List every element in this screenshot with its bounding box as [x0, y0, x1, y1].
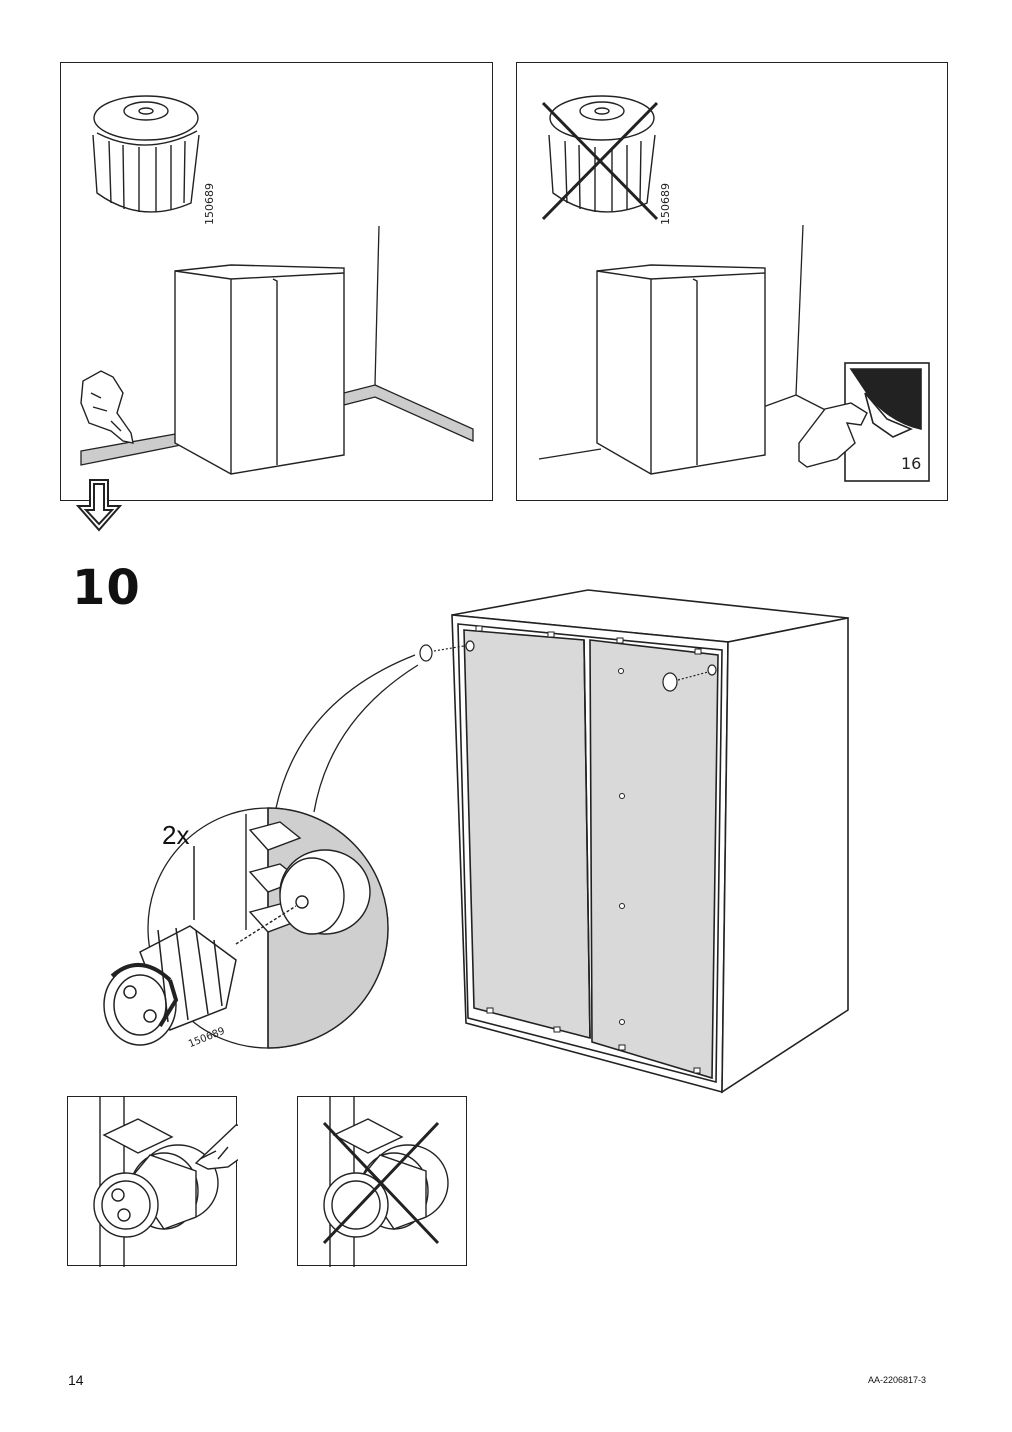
bumper-icon: [548, 95, 656, 213]
panel-bumper-pressed-correct: [67, 1096, 238, 1267]
cabinet-back-view: [451, 589, 849, 1094]
hand-peeling-icon: [798, 402, 868, 468]
detail-zoom: [235, 807, 389, 1049]
bumper-twist-icon: [103, 925, 237, 1046]
wall-distance-incorrect-illustration: [538, 95, 930, 482]
page-number: 14: [68, 1372, 84, 1388]
document-code: AA-2206817-3: [868, 1375, 927, 1385]
pressing-hand-icon: [194, 1124, 238, 1170]
bumper-top-right: [662, 664, 717, 692]
wall-distance-correct-illustration: [80, 95, 474, 475]
pointing-hand-icon: [80, 370, 134, 444]
panel-incorrect-no-bumper: 150689 16: [516, 62, 948, 501]
bumper-incorrect-illustration: [322, 1097, 449, 1267]
bumper-top-left: [419, 640, 475, 662]
panel-correct-wall-distance: 150689: [60, 62, 493, 501]
reference-page-number: 16: [901, 454, 922, 473]
quantity-label: 2x: [162, 820, 190, 850]
cabinet-icon: [174, 264, 345, 475]
panel-bumper-incorrect: [297, 1096, 467, 1267]
cross-icon: [322, 1121, 440, 1245]
bumper-pressed-illustration: [93, 1097, 238, 1267]
step-number: 10: [72, 560, 141, 616]
cabinet-icon: [596, 264, 766, 475]
down-arrow-icon: [75, 479, 123, 532]
cross-icon: [541, 101, 659, 221]
bumper-icon: [92, 95, 200, 213]
